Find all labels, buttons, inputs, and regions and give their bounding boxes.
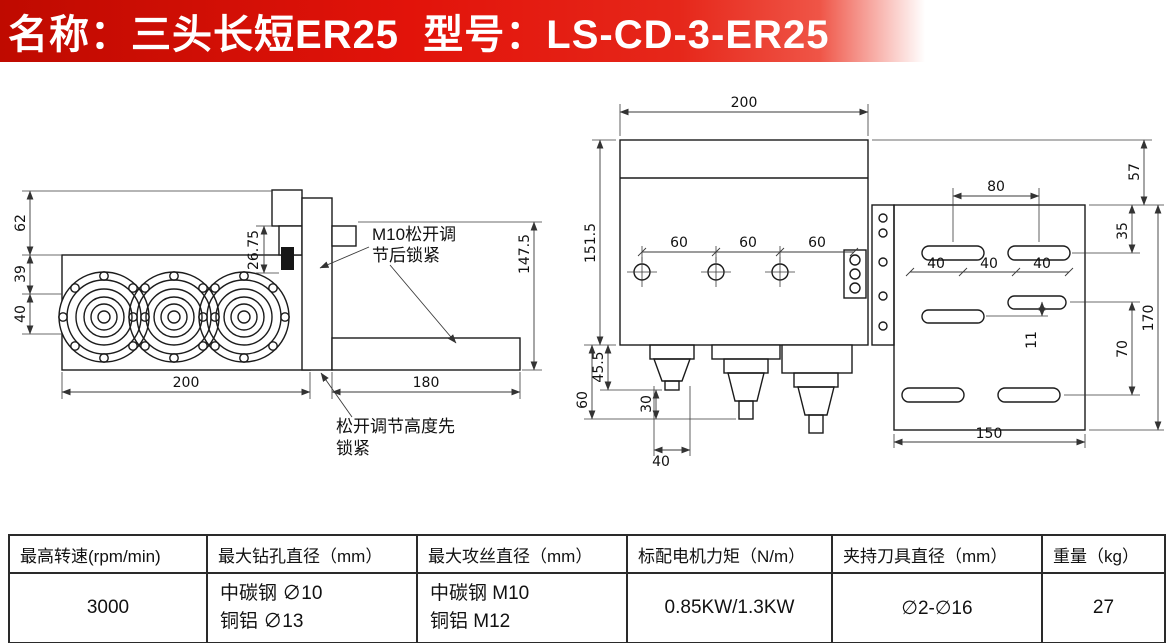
dim-label-40-b: 40 [980, 256, 998, 272]
dim-label-60-left: 60 [575, 391, 591, 409]
spec-value-row: 3000 中碳钢 ∅10 铜铝 ∅13 中碳钢 M10 铜铝 M12 0.85K… [8, 572, 1166, 643]
dim-label-150: 150 [976, 426, 1003, 442]
dim-label-40-bottom: 40 [652, 454, 670, 470]
note-m10-line2: 节后锁紧 [372, 246, 440, 265]
spindle-1 [58, 271, 150, 363]
tap-copper-aluminum-value: 铜铝 M12 [430, 611, 511, 632]
dim-label-70: 70 [1115, 340, 1131, 358]
spindle-3 [198, 271, 290, 363]
dim-label-200-right: 200 [731, 95, 758, 111]
value-max-speed: 3000 [8, 572, 208, 643]
dim-label-40-c: 40 [1033, 256, 1051, 272]
dim-label-60-b: 60 [739, 235, 757, 251]
dim-label-40: 40 [13, 305, 29, 323]
left-view-drawing: 62 39 40 26.75 200 180 147.5 M10松开调 [13, 189, 542, 458]
tap-steel-value: 中碳钢 M10 [430, 583, 530, 605]
header-max-tap-diameter: 最大攻丝直径（mm） [416, 534, 628, 574]
value-weight: 27 [1041, 572, 1166, 643]
note-height-line1: 松开调节高度先 [336, 417, 455, 436]
spindle-2 [128, 271, 220, 363]
value-tool-diameter: ∅2-∅16 [831, 572, 1043, 643]
drill-steel-value: 中碳钢 ∅10 [220, 583, 323, 605]
dim-label-180: 180 [413, 375, 440, 391]
note-m10-line1: M10松开调 [372, 225, 456, 244]
dim-label-39: 39 [13, 265, 29, 283]
dim-label-151-5: 151.5 [583, 223, 599, 263]
dim-label-35: 35 [1115, 222, 1131, 240]
value-max-drill-diameter: 中碳钢 ∅10 铜铝 ∅13 [206, 572, 418, 643]
clamp-screw [281, 247, 294, 270]
right-view-drawing: 200 151.5 60 60 60 45.5 60 [575, 95, 1164, 470]
dim-label-80: 80 [987, 179, 1005, 195]
dim-label-147-5: 147.5 [517, 234, 533, 274]
header-weight: 重量（kg） [1041, 534, 1166, 574]
dim-label-40-a: 40 [927, 256, 945, 272]
spec-header-row: 最高转速(rpm/min) 最大钻孔直径（mm） 最大攻丝直径（mm） 标配电机… [8, 534, 1166, 574]
mounting-plate [893, 204, 1086, 431]
dim-label-62: 62 [13, 214, 29, 232]
header-max-drill-diameter: 最大钻孔直径（mm） [206, 534, 418, 574]
dim-label-26-75: 26.75 [246, 230, 262, 270]
header-motor-torque: 标配电机力矩（N/m） [626, 534, 833, 574]
dim-label-11: 11 [1024, 331, 1040, 349]
page-title: 名称：三头长短ER25 型号：LS-CD-3-ER25 [8, 13, 830, 57]
value-motor-torque: 0.85KW/1.3KW [626, 572, 833, 643]
connector-strip [871, 204, 895, 346]
clamp-block [843, 249, 867, 299]
mounting-holes [627, 257, 795, 287]
dim-label-170: 170 [1141, 305, 1157, 332]
header-max-speed: 最高转速(rpm/min) [8, 534, 208, 574]
note-height-line2: 锁紧 [336, 439, 370, 458]
drill-copper-aluminum-value: 铜铝 ∅13 [220, 611, 304, 632]
dim-label-60-a: 60 [670, 235, 688, 251]
value-max-tap-diameter: 中碳钢 M10 铜铝 M12 [416, 572, 628, 643]
header-tool-diameter: 夹持刀具直径（mm） [831, 534, 1043, 574]
dim-label-45-5: 45.5 [591, 351, 607, 382]
dim-label-30: 30 [639, 395, 655, 413]
title-bar: 名称：三头长短ER25 型号：LS-CD-3-ER25 [0, 0, 1171, 62]
dim-label-57: 57 [1127, 163, 1143, 181]
dim-label-200-left: 200 [173, 375, 200, 391]
er-collets [649, 344, 853, 434]
spec-table: 最高转速(rpm/min) 最大钻孔直径（mm） 最大攻丝直径（mm） 标配电机… [8, 534, 1166, 643]
column-and-base [271, 189, 521, 371]
dim-label-60-c: 60 [808, 235, 826, 251]
